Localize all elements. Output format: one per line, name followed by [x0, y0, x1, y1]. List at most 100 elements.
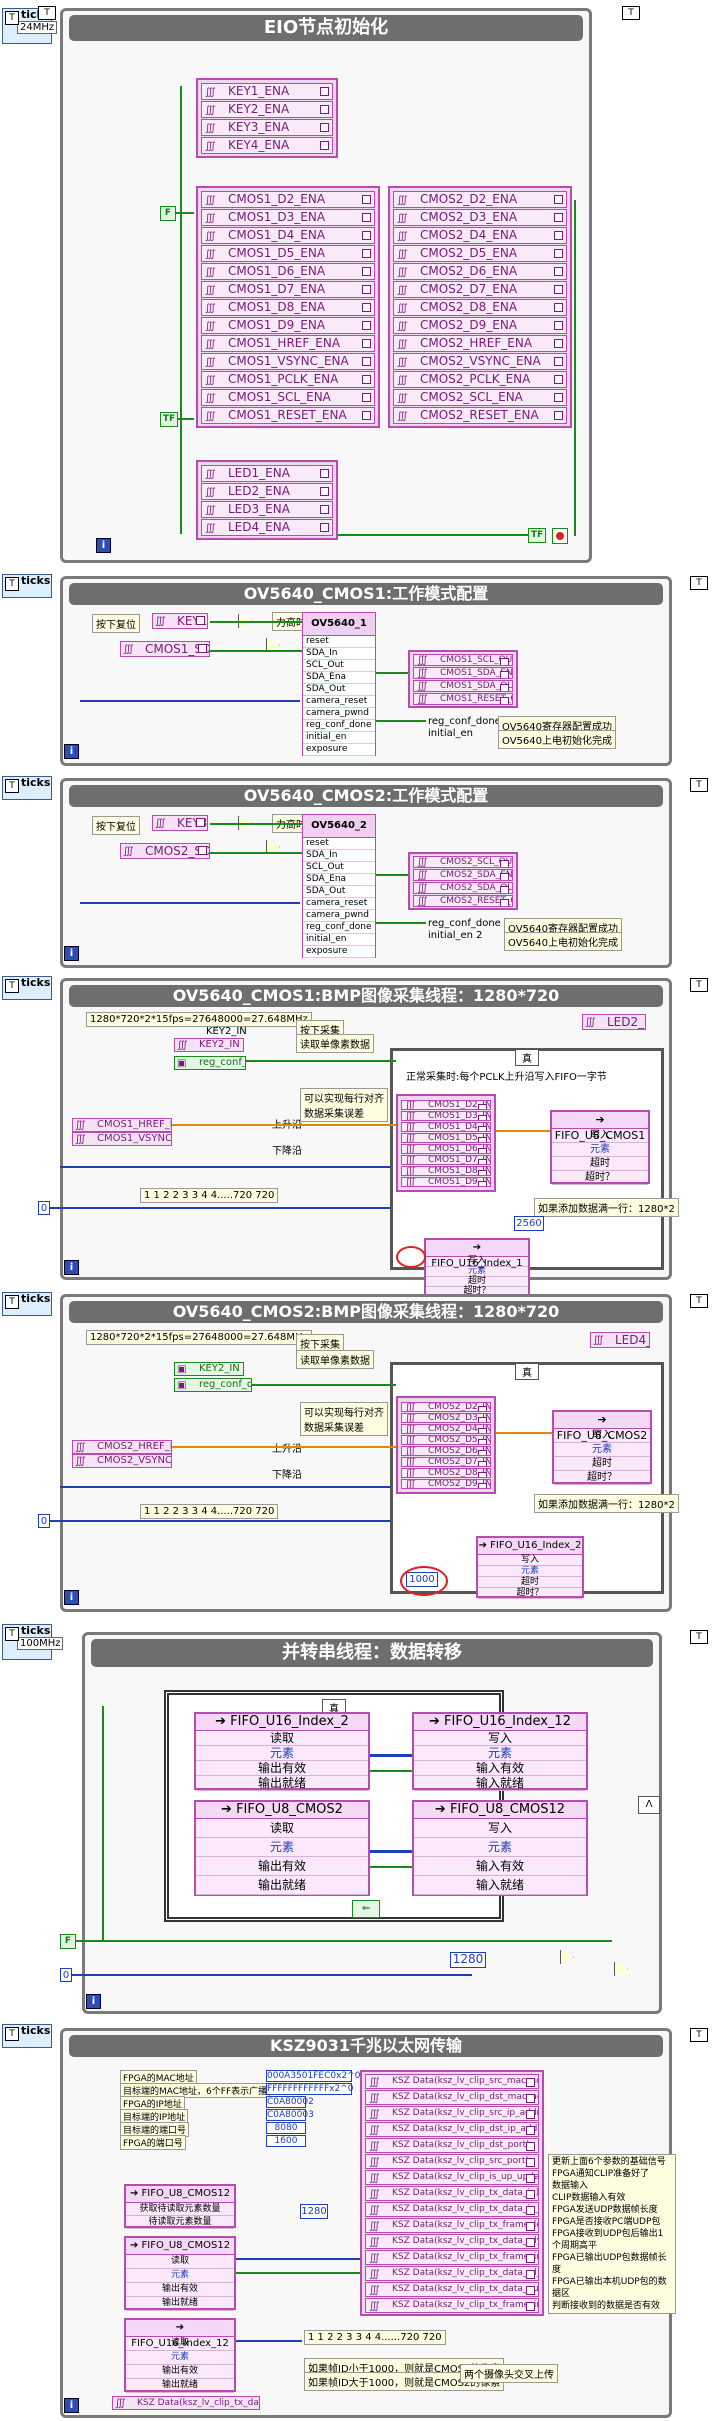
p2s-bwire-1 [370, 1754, 412, 1757]
fifo-port: 超时？ [552, 1171, 648, 1185]
io-icon [478, 1170, 487, 1175]
fpga-io-icon: ∭ [205, 321, 216, 332]
fpga-io-icon: ∭ [205, 303, 216, 314]
p2s-const-1280: 1280 [450, 1952, 486, 1968]
group-item: ∭LED3_ENA [201, 501, 333, 518]
clock-cmos1-bmp: T ticks [2, 976, 52, 1000]
group-item: ∭CMOS1_D5_IN [401, 1133, 491, 1143]
p2s-title: 并转串线程：数据转移 [91, 1639, 653, 1667]
group-item: ∭CMOS2_D7_IN [401, 1457, 491, 1467]
cmos2-out-group: ∭CMOS2_SCL_OUT∭CMOS2_SDA_ENA∭CMOS2_SDA_O… [408, 852, 518, 910]
eth-param-value: C0A80003 [266, 2109, 314, 2121]
bmp2-case-label[interactable]: 真 [515, 1363, 539, 1380]
cmos2-wire-1 [210, 823, 302, 825]
cmos2-wire-2 [210, 852, 302, 854]
clock-cmos2-cfg: T ticks [2, 776, 52, 800]
node-port: reset [303, 636, 375, 648]
fpga-io-icon: ∭ [405, 1424, 416, 1434]
group-item-label: CMOS2_D4_ENA [420, 228, 518, 242]
fpga-io-icon: ∭ [205, 213, 216, 224]
io-icon [320, 123, 329, 132]
group-item-label: CMOS1_D2_ENA [228, 192, 326, 206]
group-item-label: CMOS2_D9_ENA [420, 318, 518, 332]
cmos1-initial-en: initial_en [428, 728, 473, 739]
fpga-io-icon: ∭ [369, 2125, 380, 2136]
eio-wire-right [574, 200, 576, 536]
group-item-label: CMOS1_SCL_OUT [440, 655, 513, 665]
cmos1-wire-3 [376, 672, 408, 674]
fpga-io-icon: ∭ [205, 505, 216, 516]
group-item-label: KEY3_ENA [228, 120, 290, 134]
bmp2-owire-2 [496, 1432, 552, 1434]
group-item-label: LED1_ENA [228, 466, 290, 480]
group-item: ∭CMOS1_D2_IN [401, 1100, 491, 1110]
fifo-note: 获取待读取元素数量 [126, 2203, 234, 2216]
fifo-title: ➔ FIFO_U16_Index_12 [126, 2320, 234, 2349]
group-item-label: KEY4_ENA [228, 138, 290, 152]
cmos1-wire-4 [376, 720, 426, 722]
group-item-label: CMOS2_D8_IN [428, 1468, 491, 1478]
group-item-label: CMOS2_D6_ENA [420, 264, 518, 278]
group-item-label: KSZ Data(ksz_lv_clip_tx_data_in) [392, 2188, 539, 2198]
io-icon [500, 684, 509, 691]
io-icon [362, 195, 371, 204]
fpga-io-icon: ∭ [417, 857, 428, 868]
group-item-label: CMOS1_D2_IN [428, 1100, 491, 1110]
fifo-port: 输出有效 [196, 1857, 368, 1876]
node-port: exposure [303, 744, 375, 756]
fifo-port: 超时？ [554, 1471, 650, 1485]
io-icon [554, 195, 563, 204]
fpga-io-icon: ∭ [369, 2141, 380, 2152]
clock-title: ticks [21, 574, 51, 587]
eth-param-value: FFFFFFFFFFFFx2^0 [266, 2083, 354, 2095]
group-item-label: CMOS2_D7_ENA [420, 282, 518, 296]
clock-title: ticks [21, 2024, 51, 2037]
fifo-port: 读取 [126, 2337, 234, 2351]
eth-note-line: CLIP数据输入有效 [552, 2193, 626, 2203]
cmos2-note2: OV5640上电初始化完成 [504, 932, 622, 951]
bmp2-loop-note: 可以实现每行对齐数据采集误差 [300, 1402, 388, 1436]
p2s-case-label[interactable]: 真 [322, 1699, 346, 1716]
cmos2-sda-in: ∭CMOS2_SDA_IN [120, 843, 210, 859]
group-item: ∭KSZ Data(ksz_lv_clip_is_up_update) [365, 2170, 539, 2185]
io-icon [478, 1137, 487, 1142]
cmos2-reg-conf-done: reg_conf_done 2 [428, 918, 511, 929]
fifo-port: 元素 [196, 1746, 368, 1761]
group-item: ∭LED4_ENA [201, 519, 333, 536]
io-icon [526, 2206, 535, 2215]
group-item-label: CMOS1_D3_IN [428, 1111, 491, 1121]
group-item: ∭CMOS2_D3_IN [401, 1413, 491, 1423]
group-item-label: CMOS1_RESET_OUT [440, 694, 512, 704]
bmp1-case-label[interactable]: 真 [515, 1049, 539, 1066]
eio-stop-icon[interactable] [552, 528, 568, 544]
io-icon [478, 1104, 487, 1109]
node-port: initial_en [303, 934, 375, 946]
fpga-io-icon: ∭ [405, 1155, 416, 1165]
group-item-label: KSZ Data(ksz_lv_clip_tx_data_rdy) [392, 2236, 539, 2246]
node-port: SDA_Out [303, 886, 375, 898]
bmp1-reg-conf: ▣reg_conf_done [174, 1056, 246, 1070]
group-item: ∭CMOS1_VSYNC_ENA [201, 353, 375, 370]
bmp2-highlight-circle [400, 1566, 448, 1596]
node-port: SCL_Out [303, 660, 375, 672]
p2s-output-terminal-icon: T [690, 1630, 708, 1644]
group-item: ∭CMOS2_D4_ENA [393, 227, 567, 244]
io-icon [362, 267, 371, 276]
group-item-label: KEY2_ENA [228, 102, 290, 116]
fpga-io-icon: ∭ [205, 411, 216, 422]
group-item-label: CMOS1_D9_ENA [228, 318, 326, 332]
cmos1-key-in: ∭KEY1_IN [152, 613, 208, 629]
group-item: ∭CMOS2_D7_ENA [393, 281, 567, 298]
bmp1-vsync-in: ∭CMOS1_VSYNC_IN [72, 1132, 172, 1146]
clock-title: ticks [21, 8, 51, 21]
group-item: ∭CMOS2_VSYNC_ENA [393, 353, 567, 370]
fpga-io-icon: ∭ [417, 870, 428, 881]
p2s-false-const: F [60, 1934, 76, 1949]
eio-title: EIO节点初始化 [69, 15, 583, 41]
io-icon [526, 2078, 535, 2087]
group-item-label: CMOS2_SCL_OUT [440, 857, 513, 867]
clock-pin-icon: T [5, 577, 19, 591]
group-item-label: KSZ Data(ksz_lv_clip_is_up_update) [392, 2172, 539, 2182]
group-item-label: KSZ Data(ksz_lv_clip_tx_frame_index) [392, 2252, 538, 2262]
